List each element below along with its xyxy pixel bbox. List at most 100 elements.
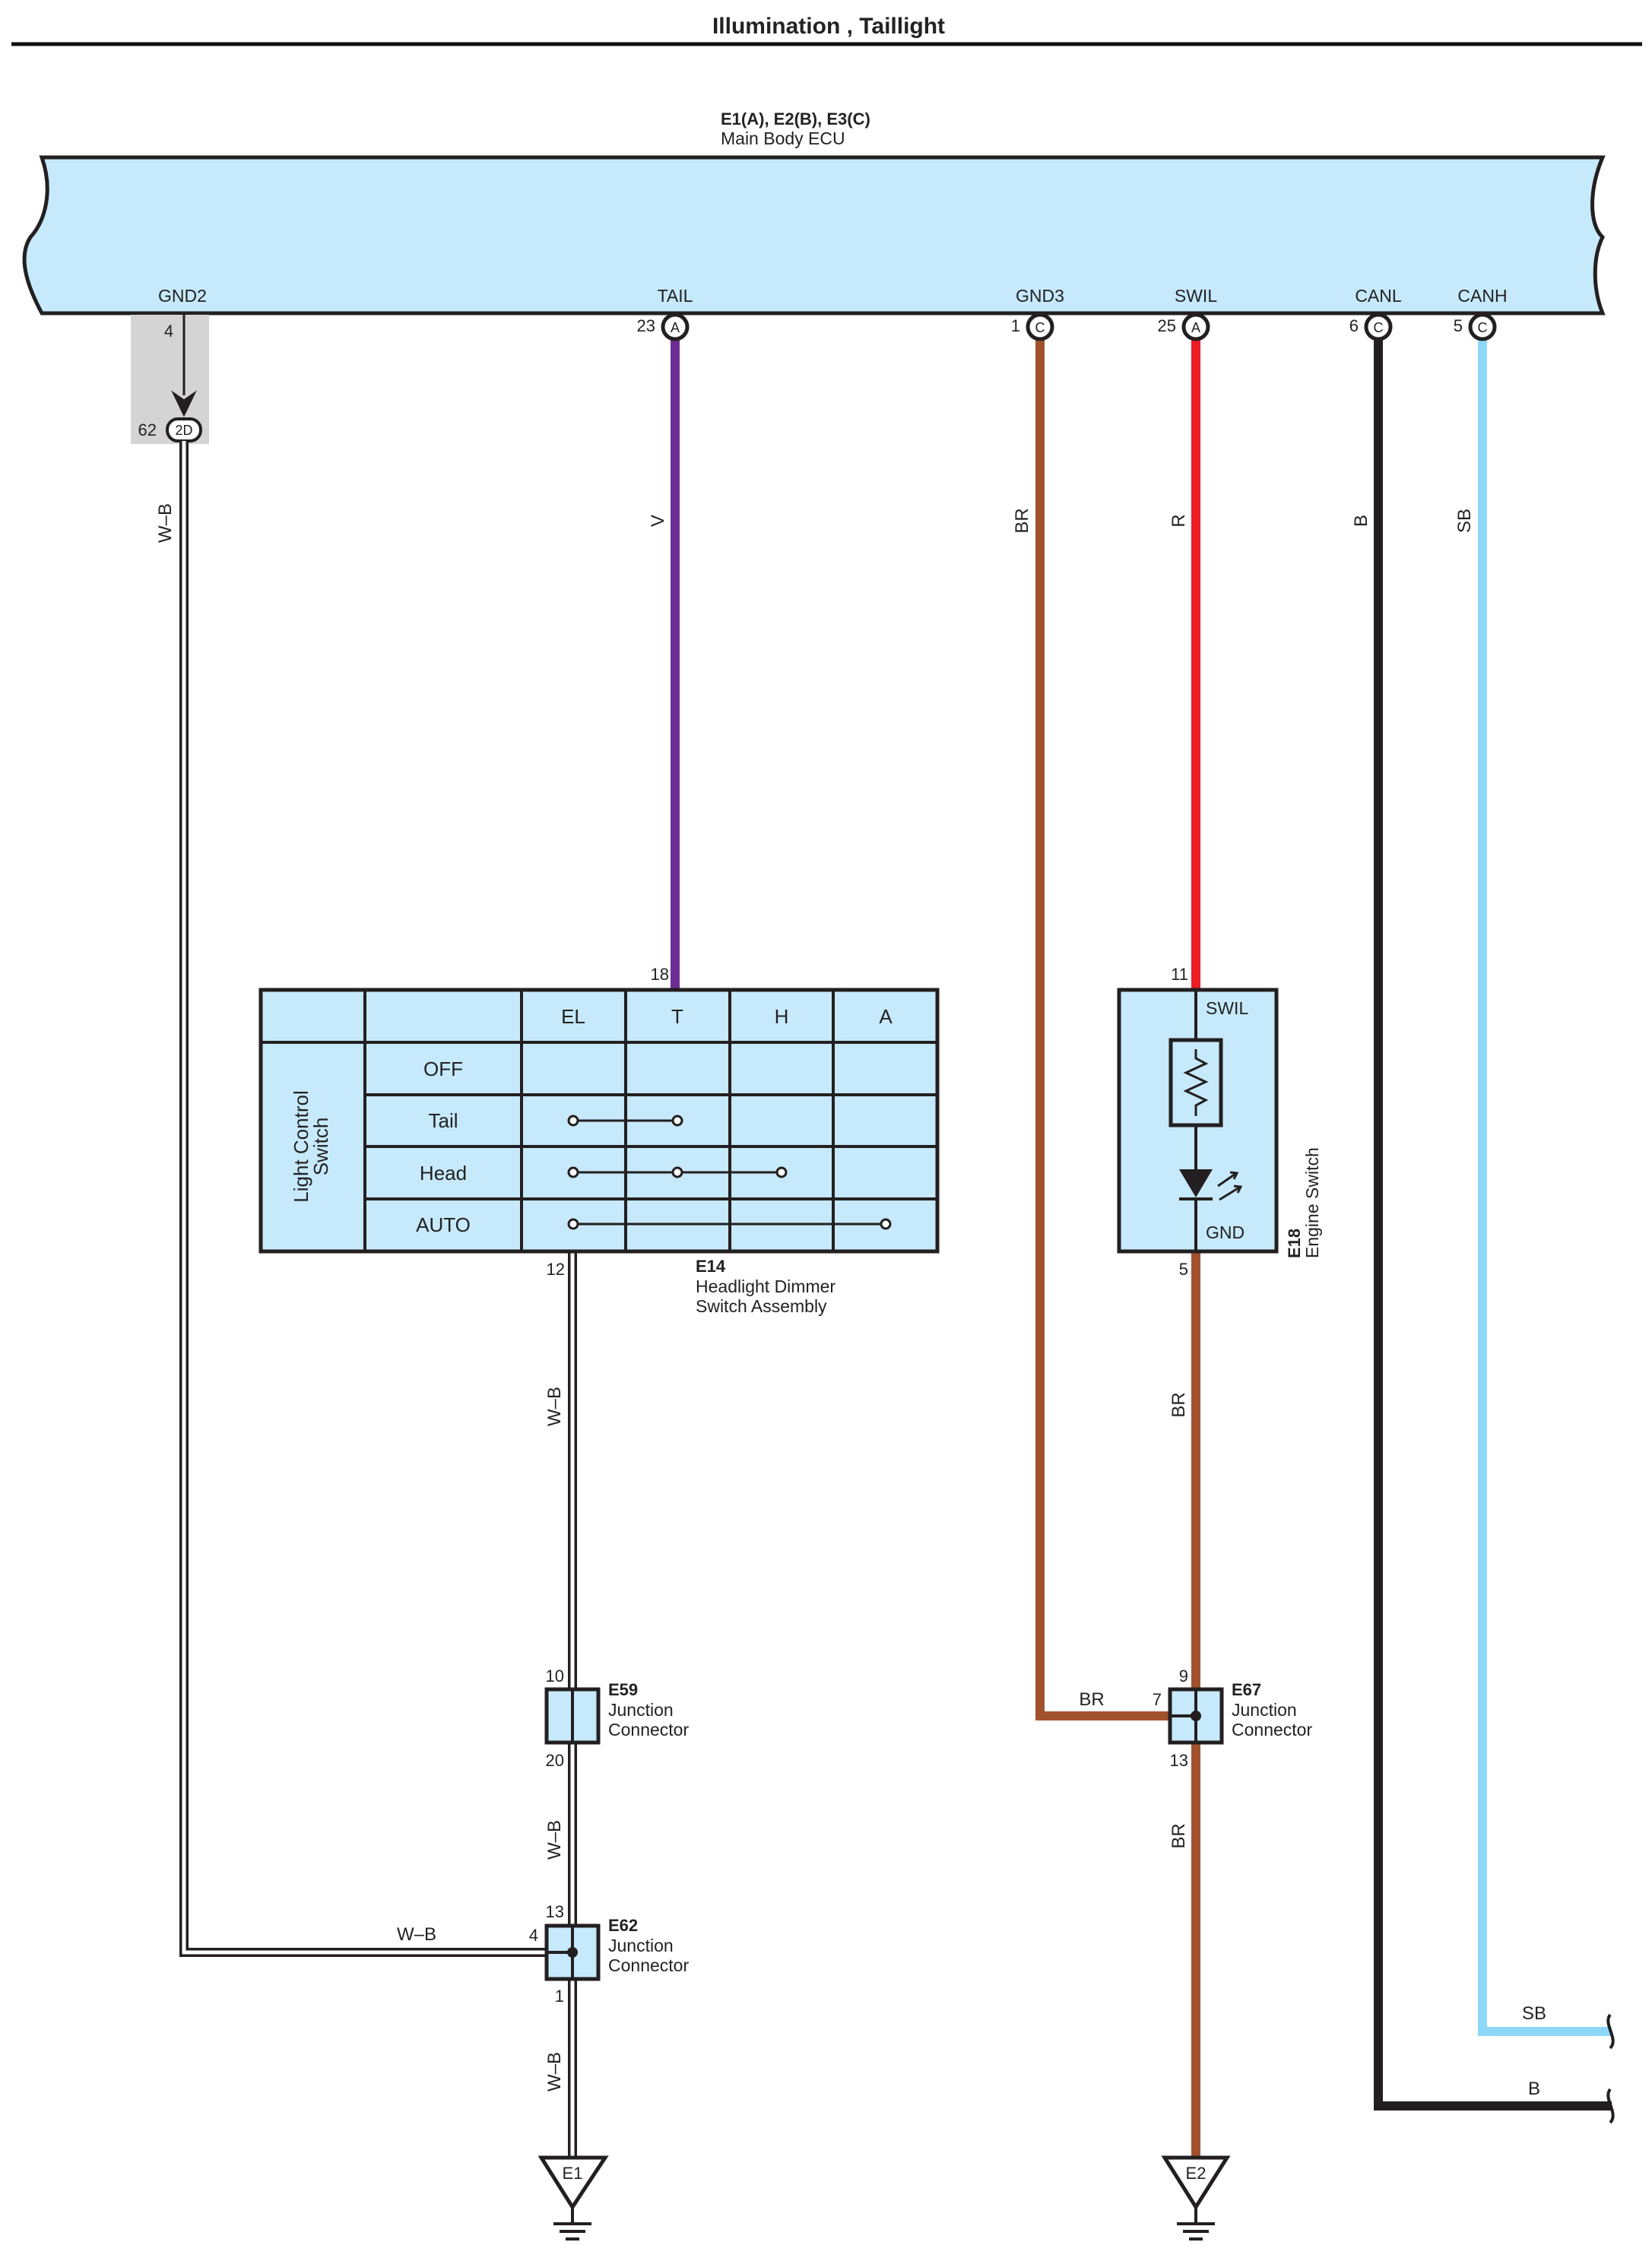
ecu-body [22, 155, 1606, 316]
e67-junction-dot [1191, 1711, 1201, 1721]
gnd2-arrow-icon [171, 390, 197, 417]
terminal-canh-label: CANH [1457, 286, 1507, 306]
pin-badge-canl: 6 C [1349, 312, 1393, 341]
pin-badge-swil: 25 A [1158, 312, 1210, 341]
wire-label-r: R [1168, 514, 1189, 527]
terminal-gnd3-label: GND3 [1016, 286, 1064, 306]
e14-row-head: Head [420, 1162, 467, 1184]
e14-continuity-tail [567, 1115, 683, 1127]
e67-name-line1: Junction [1232, 1700, 1297, 1720]
e59-code: E59 [608, 1680, 638, 1699]
e67-name-line2: Connector [1232, 1720, 1312, 1739]
page-title: Illumination , Taillight [712, 14, 945, 39]
wire-label-br-2: BR [1168, 1392, 1189, 1417]
svg-text:23: 23 [637, 316, 655, 335]
ground-e2-icon [1161, 2155, 1231, 2241]
e67-pin-bottom: 13 [1170, 1751, 1188, 1770]
e62-pin-top: 13 [546, 1902, 564, 1921]
ground-e2-label: E2 [1186, 2164, 1206, 2183]
e59-name-line1: Junction [608, 1700, 674, 1720]
break-icon-b [1606, 2088, 1615, 2124]
splice-2d-pin: 62 [138, 420, 157, 439]
e14-column-t: T [671, 1005, 683, 1028]
e14-pin-top: 18 [651, 965, 669, 984]
wire-label-br-1: BR [1012, 508, 1032, 533]
e18-code: E18 [1285, 1229, 1304, 1258]
wire-label-br-3: BR [1168, 1823, 1189, 1848]
e14-column-a: A [879, 1005, 893, 1028]
gnd2-pin: 4 [164, 322, 173, 341]
svg-text:6: 6 [1349, 316, 1359, 335]
svg-text:1: 1 [1011, 316, 1020, 335]
wire-label-wb-horizontal: W–B [397, 1924, 436, 1945]
terminal-swil-label: SWIL [1175, 286, 1217, 306]
e18-body [1117, 988, 1279, 1254]
e14-column-el: EL [561, 1005, 585, 1028]
wire-label-wb-3: W–B [544, 1820, 565, 1860]
e59-pin-top: 10 [546, 1667, 564, 1686]
wire-brown-gnd3 [1035, 335, 1196, 1720]
ground-e1-icon [537, 2155, 609, 2241]
ground-e1-label: E1 [563, 2164, 583, 2183]
wire-label-wb-2: W–B [544, 1387, 565, 1426]
e14-name-line2: Switch Assembly [696, 1296, 827, 1316]
terminal-gnd2-label: GND2 [158, 286, 207, 306]
wire-skyblue-canh [1478, 335, 1612, 2036]
e18-term-bottom: GND [1206, 1223, 1245, 1242]
pin-badge-tail: 23 A [637, 312, 690, 341]
terminal-canl-label: CANL [1355, 286, 1402, 306]
e59-pin-bottom: 20 [546, 1751, 564, 1770]
e14-row-auto: AUTO [416, 1213, 471, 1236]
e62-pin-bottom: 1 [555, 1987, 564, 2006]
pin-badge-canh: 5 C [1454, 312, 1497, 341]
e14-column-h: H [775, 1005, 789, 1028]
splice-2d-label: 2D [175, 423, 192, 438]
wire-label-br-horizontal: BR [1079, 1689, 1104, 1710]
wire-label-v: V [648, 515, 668, 527]
resistor-icon [1183, 1049, 1209, 1116]
e14-row-off: OFF [423, 1058, 463, 1080]
e14-side-label-2: Switch [309, 1118, 332, 1176]
e67-pin-top: 9 [1179, 1667, 1188, 1686]
svg-text:25: 25 [1158, 316, 1176, 335]
e62-junction-dot [567, 1947, 578, 1958]
wire-label-wb-1: W–B [155, 503, 176, 543]
wire-label-wb-4: W–B [544, 2052, 565, 2092]
wire-wb-core-left [182, 441, 546, 1955]
e14-pin-bottom: 12 [547, 1260, 565, 1279]
terminal-tail-label: TAIL [658, 286, 693, 306]
e18-name: Engine Switch [1302, 1147, 1322, 1258]
wire-label-sb-horizontal: SB [1522, 2003, 1546, 2024]
svg-text:C: C [1374, 320, 1384, 335]
e14-continuity-auto [567, 1218, 892, 1230]
svg-text:A: A [671, 320, 680, 335]
e18-pin-bottom: 5 [1179, 1260, 1188, 1279]
e14-code: E14 [696, 1257, 726, 1276]
e14-name-line1: Headlight Dimmer [696, 1276, 836, 1296]
wire-label-sb-1: SB [1454, 509, 1475, 533]
e62-name-line2: Connector [608, 1955, 689, 1975]
e14-row-tail: Tail [428, 1109, 458, 1132]
wire-label-b-1: B [1351, 515, 1371, 527]
pin-badge-gnd3: 1 C [1011, 312, 1054, 341]
wire-black-canl [1374, 335, 1612, 2111]
e18-pin-top: 11 [1171, 965, 1188, 984]
led-light-rays-icon [1217, 1171, 1243, 1201]
e14-side-label-1: Light Control [290, 1090, 312, 1202]
led-icon [1179, 1169, 1213, 1197]
e18-term-top: SWIL [1206, 998, 1248, 1018]
ecu-name-label: Main Body ECU [721, 128, 845, 148]
e59-name-line2: Connector [608, 1720, 689, 1739]
e14-continuity-head [567, 1166, 788, 1178]
ecu-connectors-label: E1(A), E2(B), E3(C) [721, 109, 870, 128]
svg-text:A: A [1191, 320, 1200, 335]
e62-code: E62 [608, 1916, 638, 1935]
e62-name-line1: Junction [608, 1936, 674, 1955]
e67-pin-left: 7 [1153, 1690, 1162, 1709]
svg-text:C: C [1035, 320, 1045, 335]
wire-label-b-horizontal: B [1528, 2079, 1540, 2099]
e62-pin-left: 4 [529, 1926, 538, 1945]
break-icon-sb [1606, 2013, 1615, 2050]
svg-text:5: 5 [1454, 316, 1463, 335]
